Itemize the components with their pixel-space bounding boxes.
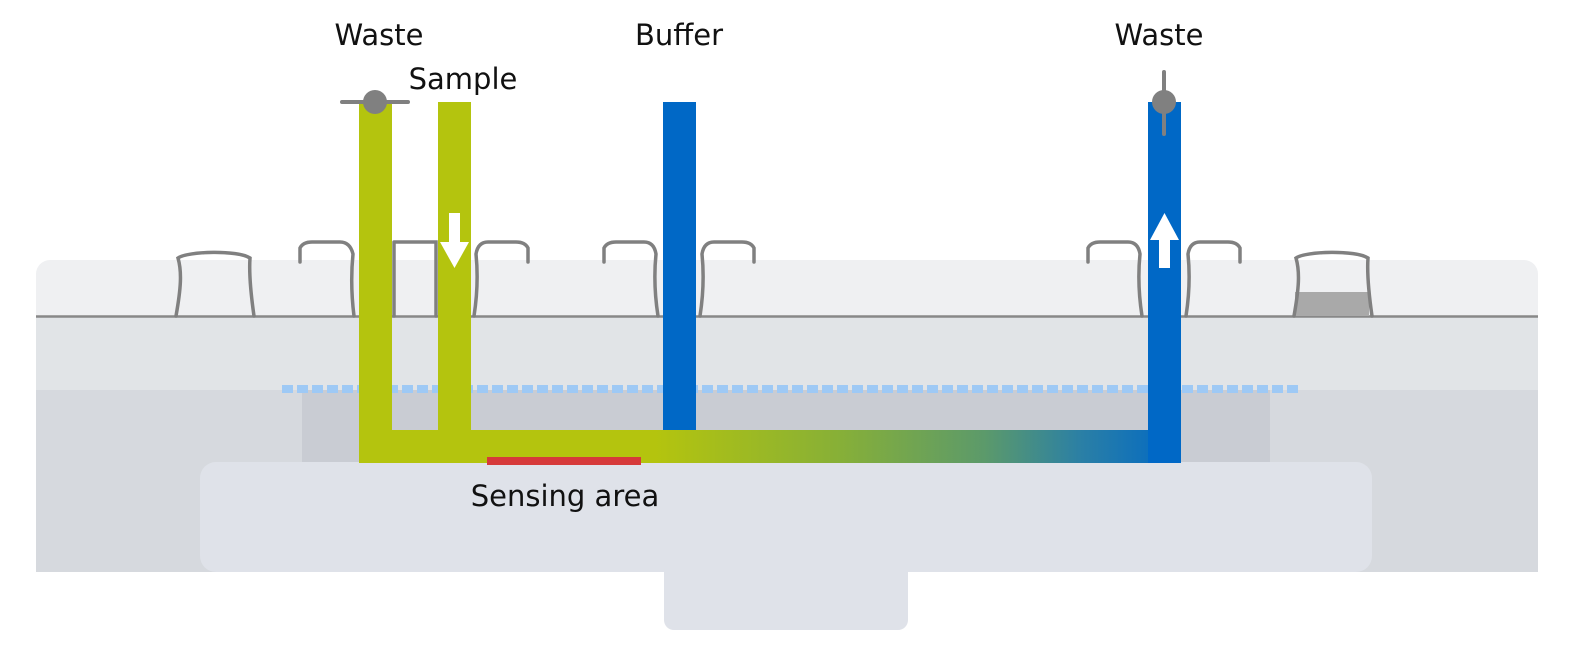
- sample-channel: [438, 102, 471, 463]
- valve-icon: [363, 90, 387, 114]
- well-opening: [472, 240, 530, 318]
- horizontal-channel: [359, 430, 1181, 463]
- arrow-down-icon: [440, 213, 469, 268]
- valve-left: [340, 90, 410, 114]
- housing: [36, 260, 1538, 630]
- well-opening: [1086, 240, 1144, 318]
- well-opening: [602, 240, 660, 318]
- well-opening: [1184, 240, 1242, 318]
- waste-left-channel: [359, 102, 392, 463]
- label-sample: Sample: [409, 62, 518, 96]
- label-waste-left: Waste: [335, 18, 424, 52]
- well-opening: [298, 240, 356, 318]
- base-plate: [200, 462, 1372, 572]
- base-foot: [664, 560, 908, 630]
- valve-right: [1152, 70, 1176, 136]
- well-opening: [1292, 250, 1374, 318]
- well-opening: [392, 240, 438, 318]
- waste-right-channel: [1148, 102, 1181, 463]
- buffer-channel: [663, 102, 696, 430]
- well-liquid: [1295, 292, 1369, 316]
- valve-icon: [1152, 90, 1176, 114]
- sensing-area-bar: [487, 457, 641, 465]
- label-waste-right: Waste: [1115, 18, 1204, 52]
- housing-body: [36, 317, 1538, 391]
- filled-well: [1292, 250, 1374, 318]
- well-opening: [698, 240, 756, 318]
- well-openings: [174, 240, 1242, 318]
- arrow-up-icon: [1150, 213, 1179, 268]
- label-sensing-area: Sensing area: [471, 479, 659, 513]
- label-buffer: Buffer: [635, 18, 723, 52]
- well-opening: [174, 250, 256, 318]
